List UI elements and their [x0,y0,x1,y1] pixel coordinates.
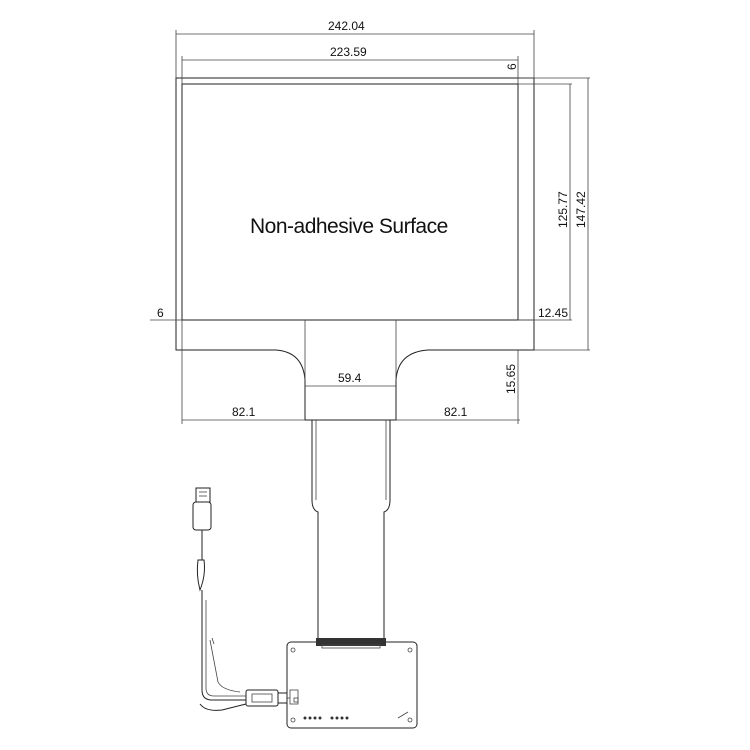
dimension-overall-height: 147.42 [534,78,590,351]
top-margin-label: 6 [505,63,519,70]
panel-outline [175,77,535,421]
dimension-overall-width: 242.04 [175,19,535,78]
bottom-margin-label: 12.45 [538,306,568,320]
tail-height-label: 15.65 [504,364,518,394]
dimension-top-margin: 6 [505,63,590,85]
board-components [289,689,409,720]
dimension-right-offset: 82.1 [444,405,519,424]
usb-cable [192,487,290,711]
dimension-inner-width: 223.59 [181,45,519,84]
dimension-left-offset: 82.1 [181,320,305,424]
fpc-connector [316,638,386,646]
dimension-left-margin: 6 [150,306,176,321]
dimension-tail-width: 59.4 [305,371,396,387]
dimension-bottom-margin: 12.45 [538,306,568,320]
fpc-cable [311,420,391,641]
dimension-inner-height: 125.77 [518,84,572,321]
right-offset-label: 82.1 [444,405,468,419]
inner-width-label: 223.59 [330,45,367,59]
inner-height-label: 125.77 [556,191,570,228]
overall-height-label: 147.42 [574,191,588,228]
overall-width-label: 242.04 [328,19,365,33]
surface-label: Non-adhesive Surface [250,215,448,238]
dimension-tail-height: 15.65 [396,350,520,421]
left-margin-label: 6 [157,306,164,320]
left-offset-label: 82.1 [232,405,256,419]
controller-board [286,638,418,729]
tail-width-label: 59.4 [338,371,362,385]
